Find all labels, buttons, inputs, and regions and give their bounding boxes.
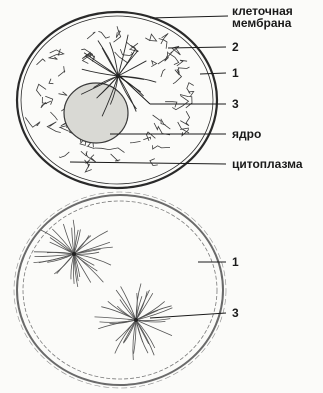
cytoplasm-strand xyxy=(86,160,91,167)
cytoplasm-strand xyxy=(154,123,170,135)
bottom-cell xyxy=(14,192,226,388)
label-1-top: 1 xyxy=(232,67,239,79)
cytoplasm-strand xyxy=(151,61,156,67)
cytoplasm-strand xyxy=(161,69,165,77)
leader-1-top xyxy=(200,73,226,74)
label-membrane-line2: мембрана xyxy=(232,17,293,29)
bottom-cell-membrane-outer xyxy=(14,192,226,388)
leader-3-bottom xyxy=(150,313,226,318)
cytoplasm-strand xyxy=(86,153,96,162)
cytoplasm-strand xyxy=(115,52,128,63)
cytoplasm-strand xyxy=(126,42,138,49)
cytoplasm-strand xyxy=(130,141,140,142)
cytoplasm-strand xyxy=(145,34,156,41)
centriole xyxy=(134,318,138,322)
cytoplasm-strand xyxy=(95,148,125,153)
aster-ray xyxy=(73,254,74,284)
cytoplasm-strand xyxy=(59,92,68,96)
cytoplasm-strand xyxy=(150,159,158,166)
cytoplasm-strand xyxy=(49,79,53,84)
aster-ray xyxy=(120,300,136,321)
cytoplasm-strand xyxy=(98,31,109,38)
cytoplasm-strand xyxy=(120,49,132,55)
label-membrane: клеточная мембрана xyxy=(232,5,293,29)
centriole xyxy=(116,74,120,78)
aster-upper-left xyxy=(34,220,113,287)
bottom-cell-membrane-inner xyxy=(23,201,217,379)
aster-ray xyxy=(118,61,146,76)
label-cytoplasm: цитоплазма xyxy=(232,158,303,170)
label-3-bottom: 3 xyxy=(232,307,239,319)
cytoplasm-strand xyxy=(37,84,47,96)
cytoplasm-strand xyxy=(49,54,60,60)
cytoplasm-strand xyxy=(87,32,95,39)
cytoplasm-strand xyxy=(59,152,69,158)
cytoplasm-strand xyxy=(111,154,121,161)
aster-ray xyxy=(101,307,136,320)
centriole xyxy=(72,252,76,256)
label-1-bottom: 1 xyxy=(232,256,239,268)
cytoplasm-strand xyxy=(158,52,172,64)
cytoplasm-strand xyxy=(50,112,57,120)
aster-lower-right xyxy=(95,284,173,361)
cytoplasm-strand xyxy=(37,59,46,65)
cytoplasm-strand xyxy=(173,70,182,84)
cytoplasm-strand xyxy=(180,111,189,126)
cytoplasm-strand xyxy=(143,137,150,140)
aster-ray xyxy=(95,317,137,320)
aster-ray xyxy=(39,254,74,263)
aster-ray xyxy=(84,53,118,76)
cytoplasm-strand xyxy=(50,49,64,55)
cytoplasm-strand xyxy=(146,132,155,141)
label-nucleus: ядро xyxy=(232,128,261,140)
cytoplasm-strand xyxy=(47,122,60,133)
bottom-cell-membrane xyxy=(17,195,223,385)
cytoplasm-strand xyxy=(25,117,40,127)
cytoplasm-strand xyxy=(165,102,177,108)
label-3-top: 3 xyxy=(232,98,239,110)
cytoplasm-strand xyxy=(177,67,190,74)
top-cell xyxy=(17,12,228,188)
cytoplasm-strand xyxy=(153,145,170,149)
leader-membrane xyxy=(150,16,228,18)
cytoplasm-strand xyxy=(58,66,65,76)
leader-cytoplasm xyxy=(70,162,226,164)
cytoplasm-strand xyxy=(42,97,47,104)
label-2: 2 xyxy=(232,41,239,53)
